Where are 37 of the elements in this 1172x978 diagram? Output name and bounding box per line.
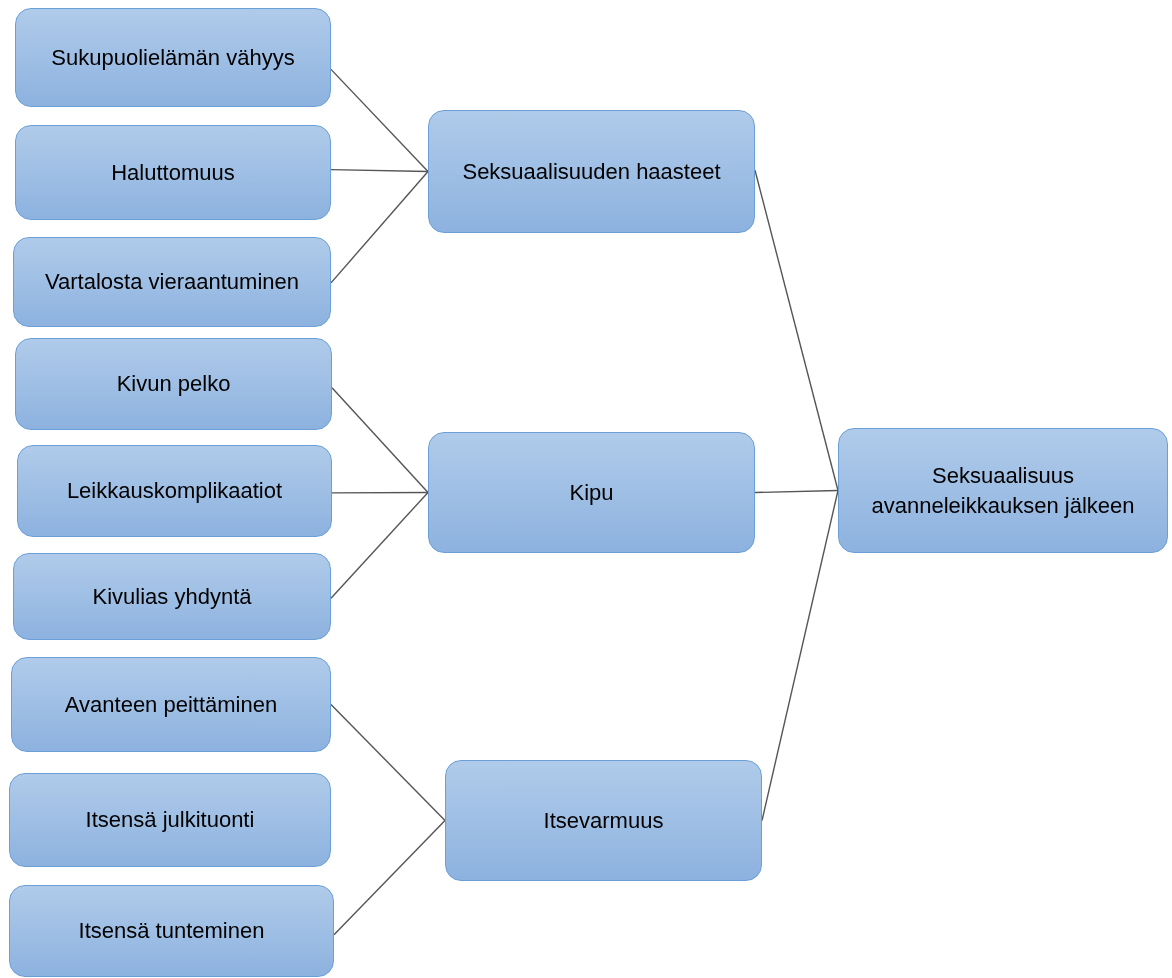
box-label: Seksuaalisuus avanneleikkauksen jälkeen xyxy=(870,462,1136,520)
process-box xyxy=(13,553,331,640)
connector-line xyxy=(333,819,446,936)
process-box xyxy=(445,760,762,881)
connector-line xyxy=(330,703,446,822)
connector-line xyxy=(331,491,429,494)
process-box xyxy=(428,110,755,233)
process-box xyxy=(11,657,331,752)
connector-line xyxy=(330,168,429,173)
process-box xyxy=(13,237,331,327)
box-label: Vartalosta vieraantuminen xyxy=(44,268,300,297)
box-label: Itsensä julkituonti xyxy=(84,806,256,835)
process-box xyxy=(9,885,334,977)
box-label: Sukupuolielämän vähyys xyxy=(50,44,296,72)
connector-line xyxy=(761,489,839,822)
box-label: Kivulias yhdyntä xyxy=(91,583,253,611)
box-label: Leikkauskomplikaatiot xyxy=(65,477,284,506)
process-box xyxy=(15,8,331,107)
connector-line xyxy=(754,489,839,494)
process-box xyxy=(838,428,1168,553)
process-box xyxy=(428,432,755,553)
box-label: Itsevarmuus xyxy=(542,807,665,835)
box-label: Haluttomuus xyxy=(110,159,236,187)
box-label: Avanteen peittäminen xyxy=(63,691,279,719)
process-box xyxy=(9,773,331,867)
box-label: Kipu xyxy=(568,479,615,507)
box-label: Seksuaalisuuden haasteet xyxy=(461,158,722,186)
box-label: Itsensä tunteminen xyxy=(77,917,266,946)
connector-line xyxy=(754,169,839,492)
process-box xyxy=(17,445,332,537)
process-box xyxy=(15,125,331,220)
connector-line xyxy=(330,170,429,284)
connector-line xyxy=(330,491,429,599)
connector-line xyxy=(331,387,429,494)
box-label: Kivun pelko xyxy=(115,370,232,399)
connector-line xyxy=(330,68,429,173)
process-box xyxy=(15,338,332,430)
